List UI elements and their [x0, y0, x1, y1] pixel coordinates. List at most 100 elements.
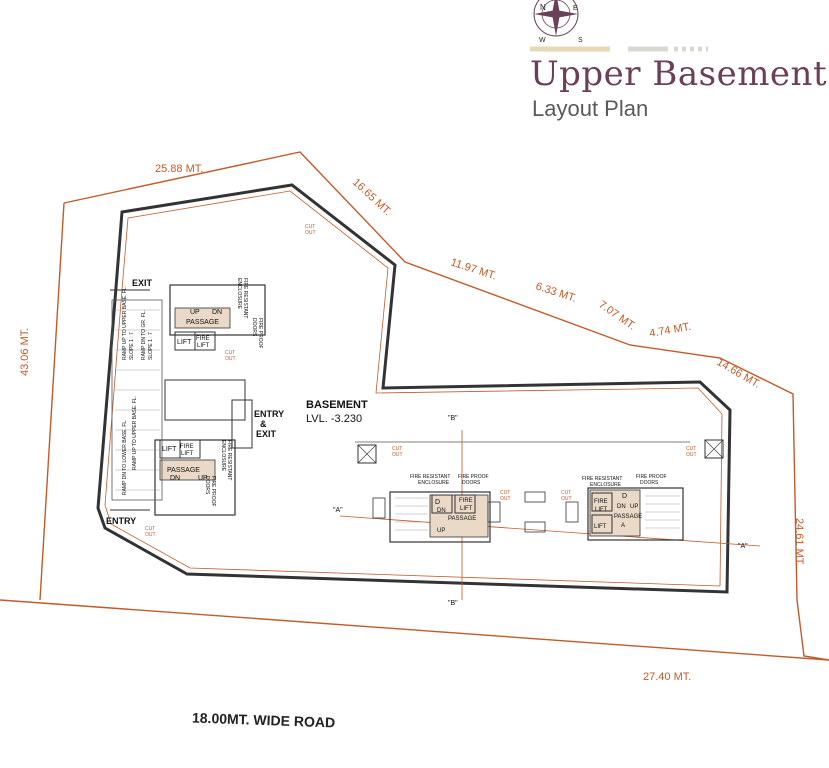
left-lower-doors-1: FIRE PROOF — [210, 476, 216, 507]
right-core — [587, 487, 684, 541]
left-lift-label: LIFT — [177, 339, 192, 346]
left-doors-label-2: DOORS — [251, 318, 257, 337]
compass-icon: N E W S — [533, 0, 583, 44]
right-enclosure-label-2: ENCLOSURE — [590, 482, 622, 488]
dimension-east-5: 14.66 MT. — [715, 356, 763, 391]
dimension-southeast: 24.61 MT. — [793, 518, 805, 566]
left-lower-enclosure-2: ENCLOSURE — [220, 440, 226, 472]
page-subtitle: Layout Plan — [532, 96, 649, 121]
center-up-label: UP — [437, 528, 445, 534]
right-fire-lift-2: LIFT — [595, 507, 608, 513]
entry-label: ENTRY — [106, 516, 136, 526]
center-doors-label-2: DOORS — [462, 480, 481, 486]
right-up-label: UP — [630, 504, 638, 510]
left-lower-lift-label: LIFT — [162, 446, 177, 453]
dimension-east-2: 6.33 MT. — [534, 280, 578, 304]
left-doors-label-1: FIRE PROOF — [257, 318, 263, 349]
section-b-bottom: "B" — [448, 600, 458, 607]
compass-letter-n: N — [540, 3, 546, 12]
compass-letter-e: E — [573, 5, 578, 12]
cutout-label-7a: CUT — [145, 526, 155, 532]
right-d-label: D — [622, 493, 627, 500]
cutout-label-3b: OUT — [392, 452, 403, 458]
center-doors-label-1: FIRE PROOF — [458, 474, 489, 480]
center-d-label: D — [435, 499, 440, 506]
center-fire-lift-2: LIFT — [460, 506, 473, 512]
right-dn-label: DN — [617, 504, 626, 510]
dimension-east-1: 11.97 MT. — [449, 256, 498, 282]
section-line-a — [339, 515, 761, 547]
right-passage-label: PASSAGE — [614, 514, 642, 520]
cutout-label-7b: OUT — [145, 532, 156, 538]
left-enclosure-label-1: FIRE RESISTANT — [242, 278, 248, 318]
center-fire-lift-1: FIRE — [459, 498, 473, 504]
cutout-label-5a: CUT — [500, 490, 510, 496]
ramp-label-1: RAMP UP TO UPPER BASE. FL. — [122, 286, 128, 360]
left-core — [110, 284, 266, 516]
entry-exit-label-2: & — [260, 419, 267, 429]
ramp-label-4: SLOPE 1 : 7 — [148, 332, 154, 360]
ramp-label-2: SLOPE 1 : 7 — [129, 332, 135, 360]
cutout-label-4a: CUT — [686, 446, 696, 452]
left-lower-fire-lift-1: FIRE — [180, 444, 194, 450]
left-lower-enclosure-1: FIRE RESISTANT — [226, 440, 232, 480]
center-enclosure-label-2: ENCLOSURE — [418, 480, 450, 486]
exit-label: EXIT — [132, 278, 153, 288]
compass-letter-s: S — [578, 37, 583, 44]
right-fire-lift-1: FIRE — [594, 499, 608, 505]
right-enclosure-label-1: FIRE RESISTANT — [582, 476, 622, 482]
page-title: Upper Basement — [530, 54, 828, 94]
left-passage-label: PASSAGE — [186, 319, 219, 326]
left-dn-label: DN — [212, 309, 222, 316]
section-a-left: "A" — [333, 507, 343, 514]
right-doors-label-2: DOORS — [640, 480, 659, 486]
left-lower-dn-label: DN — [170, 475, 180, 482]
plot-boundary — [63, 151, 829, 661]
dimension-south: 27.40 MT. — [643, 671, 691, 683]
plot-west-line — [39, 202, 65, 601]
left-enclosure-label-2: ENCLOSURE — [236, 278, 242, 310]
left-fire-lift-label-1: FIRE — [196, 336, 210, 342]
dimension-west: 43.06 MT. — [19, 328, 31, 376]
ramp-label-5: RAMP DN TO LOWER BASE. FL. — [122, 419, 128, 495]
cutout-markers — [357, 439, 724, 533]
cutout-label-6a: CUT — [561, 490, 571, 496]
building-outline — [96, 183, 732, 594]
left-lower-up-label: UP — [198, 475, 208, 482]
ramp-label-3: RAMP DN TO GR. FL. — [141, 310, 147, 360]
dimension-east-4: 4.74 MT. — [648, 321, 692, 340]
entry-exit-label-1: ENTRY — [254, 409, 284, 419]
cutout-label-5b: OUT — [500, 496, 511, 502]
building-inner-outline — [104, 190, 723, 587]
right-lift-label: LIFT — [594, 524, 607, 530]
center-core — [389, 491, 491, 543]
left-lower-passage-label: PASSAGE — [167, 467, 200, 474]
right-a-label: A — [621, 523, 625, 529]
cutout-label-3a: CUT — [392, 446, 402, 452]
left-up-label: UP — [190, 309, 200, 316]
section-a-right: "A" — [738, 543, 748, 550]
section-b-top: "B" — [448, 415, 458, 422]
center-passage-label: PASSAGE — [448, 516, 476, 522]
cutout-label-1a: CUT — [305, 224, 315, 230]
basement-name: BASEMENT — [306, 399, 368, 411]
cutout-label-4b: OUT — [686, 452, 697, 458]
cutout-label-1b: OUT — [305, 230, 316, 236]
center-enclosure-label-1: FIRE RESISTANT — [410, 474, 450, 480]
left-lower-doors-2: DOORS — [204, 476, 210, 495]
ramp-label-6: RAMP UP TO UPPER BASE. FL. — [132, 396, 138, 470]
compass-letter-w: W — [539, 37, 546, 44]
cutout-label-6b: OUT — [561, 496, 572, 502]
cutout-label-2a: CUT — [225, 350, 235, 356]
entry-exit-label-3: EXIT — [256, 429, 277, 439]
right-doors-label-1: FIRE PROOF — [636, 474, 667, 480]
road-edge-line — [0, 599, 829, 661]
center-dn-label: DN — [437, 508, 446, 514]
left-lower-fire-lift-2: LIFT — [181, 451, 194, 457]
basement-level: LVL. -3.230 — [306, 413, 362, 425]
cutout-label-2b: OUT — [225, 356, 236, 362]
dimension-north: 25.88 MT. — [155, 163, 203, 175]
left-fire-lift-label-2: LIFT — [197, 343, 210, 349]
dimension-east-3: 7.07 MT. — [596, 299, 637, 333]
